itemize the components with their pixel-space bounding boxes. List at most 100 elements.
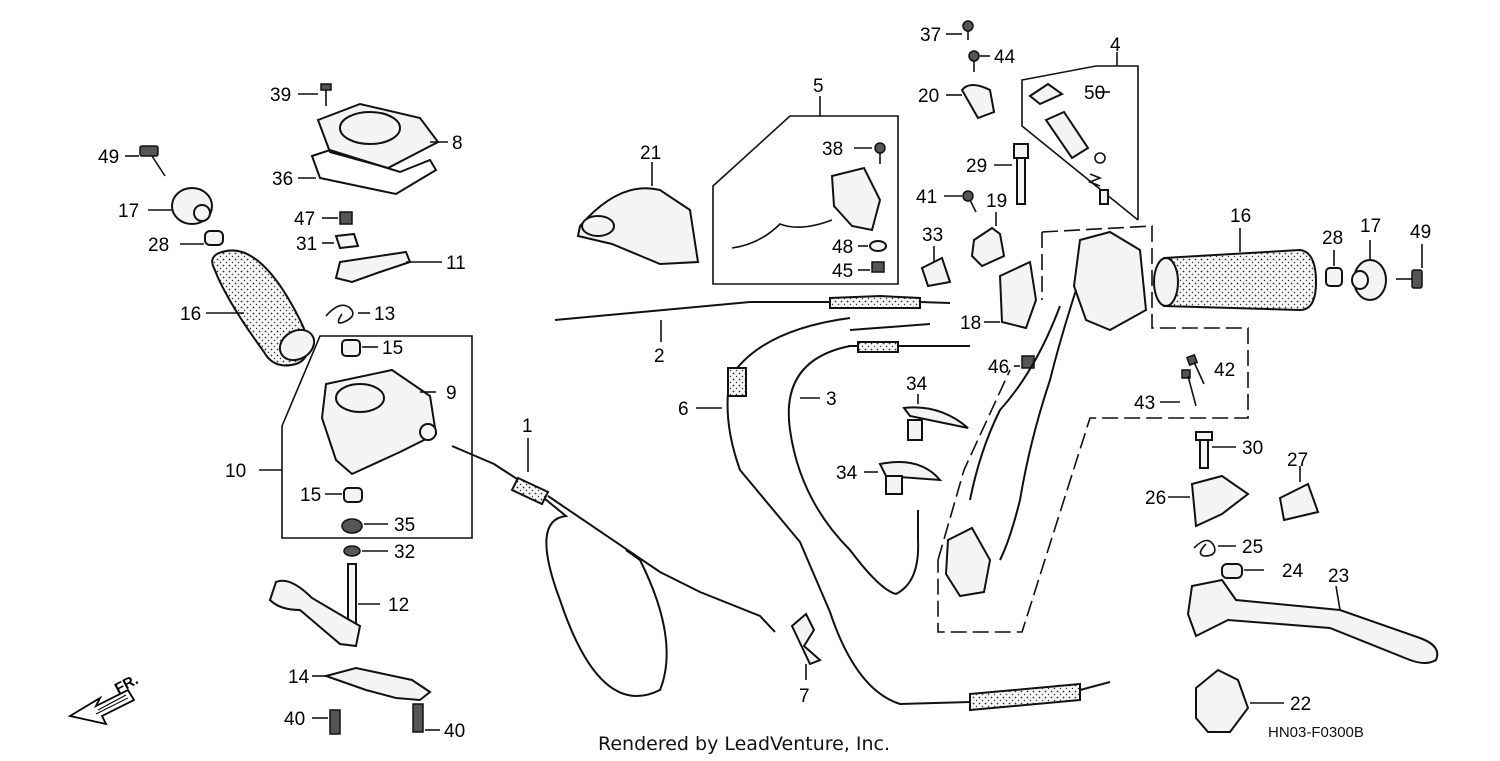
- part-5-switch-assembly: [731, 166, 882, 249]
- diagram-code: HN03-F0300B: [1268, 724, 1364, 741]
- part-36-gasket: [298, 148, 438, 196]
- part-19-switch-housing: [970, 212, 1006, 268]
- callout-31: 31: [296, 234, 317, 255]
- part-17-left-grip-end: [148, 187, 213, 225]
- part-26-bracket: [1168, 474, 1250, 528]
- callout-10: 10: [225, 461, 246, 482]
- part-38-screw: [854, 142, 886, 164]
- callout-29: 29: [966, 156, 987, 177]
- part-50-switch-kit: [1028, 82, 1110, 205]
- callout-2: 2: [654, 346, 665, 367]
- callout-38: 38: [822, 139, 843, 160]
- callout-15-upper: 15: [382, 338, 403, 359]
- part-44-screw: [968, 50, 990, 72]
- callout-42: 42: [1214, 360, 1235, 381]
- callout-47: 47: [294, 209, 315, 230]
- part-20-holder: [946, 84, 996, 120]
- callout-11: 11: [446, 253, 466, 274]
- part-35-seal: [341, 518, 388, 534]
- callout-36: 36: [272, 169, 293, 190]
- callout-1: 1: [522, 416, 533, 437]
- callout-49-left: 49: [98, 147, 119, 168]
- callout-34-upper: 34: [906, 374, 928, 395]
- callout-24: 24: [1282, 561, 1304, 582]
- callout-39: 39: [270, 85, 291, 106]
- callout-16-right: 16: [1230, 206, 1251, 227]
- part-13-spring: [325, 304, 370, 324]
- part-37-screw: [946, 20, 974, 40]
- callout-25: 25: [1242, 537, 1263, 558]
- part-12-throttle-lever: [268, 563, 380, 648]
- callout-23: 23: [1328, 566, 1349, 587]
- callout-4: 4: [1110, 35, 1121, 56]
- group-10-outline: [259, 335, 473, 539]
- part-43-screw: [1160, 369, 1197, 407]
- callout-50: 50: [1084, 83, 1105, 104]
- part-14-clamp: [312, 666, 432, 702]
- callout-5: 5: [813, 76, 824, 97]
- part-34-lower-band: [864, 461, 943, 495]
- callout-16-left: 16: [180, 304, 201, 325]
- part-23-brake-lever: [1186, 578, 1439, 664]
- part-1-throttle-cable: [451, 438, 776, 697]
- callout-30: 30: [1242, 438, 1263, 459]
- part-33-bracket: [920, 246, 952, 288]
- part-27-lever-cap: [1278, 466, 1320, 522]
- callout-40-left: 40: [284, 709, 305, 730]
- callout-37: 37: [920, 25, 941, 46]
- part-42-screw: [1185, 353, 1205, 385]
- part-45-nut: [858, 261, 885, 273]
- callout-21: 21: [640, 143, 661, 164]
- callout-26: 26: [1145, 488, 1166, 509]
- part-41-screw: [944, 190, 977, 213]
- part-15-lower-bushing: [325, 487, 363, 503]
- part-8-throttle-cover: [316, 102, 448, 170]
- callout-19: 19: [986, 191, 1007, 212]
- callout-17-right: 17: [1360, 216, 1381, 237]
- group-switch-outline: [937, 225, 1249, 633]
- callout-40-right: 40: [444, 721, 465, 742]
- part-25-spring: [1193, 539, 1236, 557]
- callout-6: 6: [678, 399, 689, 420]
- part-switch-body: [944, 230, 1148, 598]
- part-39-screw: [298, 83, 332, 106]
- callout-35: 35: [394, 515, 415, 536]
- part-16-right-grip: [1153, 228, 1318, 312]
- callout-43: 43: [1134, 393, 1155, 414]
- callout-3: 3: [826, 389, 837, 410]
- fr-marker-label: FR.: [112, 671, 141, 697]
- part-11-throttle-arm: [334, 250, 442, 284]
- part-34-upper-band: [902, 394, 969, 441]
- callout-18: 18: [960, 313, 981, 334]
- group-4-outline: [1021, 52, 1139, 221]
- front-direction-arrow-icon: FR.: [67, 671, 141, 726]
- callout-9: 9: [446, 383, 457, 404]
- part-29-pivot-bolt: [994, 143, 1029, 205]
- part-15-upper-bushing: [341, 339, 378, 357]
- part-18-switch-base: [984, 260, 1038, 330]
- callout-7: 7: [799, 686, 810, 707]
- footer-credit: Rendered by LeadVenture, Inc.: [598, 733, 890, 755]
- part-9-throttle-housing: [320, 368, 438, 476]
- callout-8: 8: [452, 133, 463, 154]
- part-31-washer: [322, 232, 360, 250]
- part-49-right-bolt: [1396, 244, 1423, 289]
- part-16-left-grip: [206, 249, 316, 367]
- part-30-pivot-screw: [1195, 431, 1236, 469]
- callout-20: 20: [918, 86, 939, 107]
- part-7-cable-clip: [790, 612, 822, 680]
- part-40-bolts: [312, 703, 440, 735]
- callout-28-right: 28: [1322, 228, 1343, 249]
- callout-48: 48: [832, 237, 853, 258]
- callout-33: 33: [922, 225, 943, 246]
- part-6-clutch-cable: [696, 317, 1111, 712]
- part-21-switch-cover: [576, 162, 700, 266]
- part-32-washer: [343, 545, 388, 557]
- part-28-left-collar: [180, 230, 224, 246]
- callout-41: 41: [916, 187, 937, 208]
- callout-labels: 1 2 3 4 5 6 7 8 9 10 11 12 13 14 15 15 1…: [98, 25, 1431, 742]
- callout-13: 13: [374, 304, 395, 325]
- callout-34-lower: 34: [836, 463, 858, 484]
- group-5-outline: [712, 96, 899, 285]
